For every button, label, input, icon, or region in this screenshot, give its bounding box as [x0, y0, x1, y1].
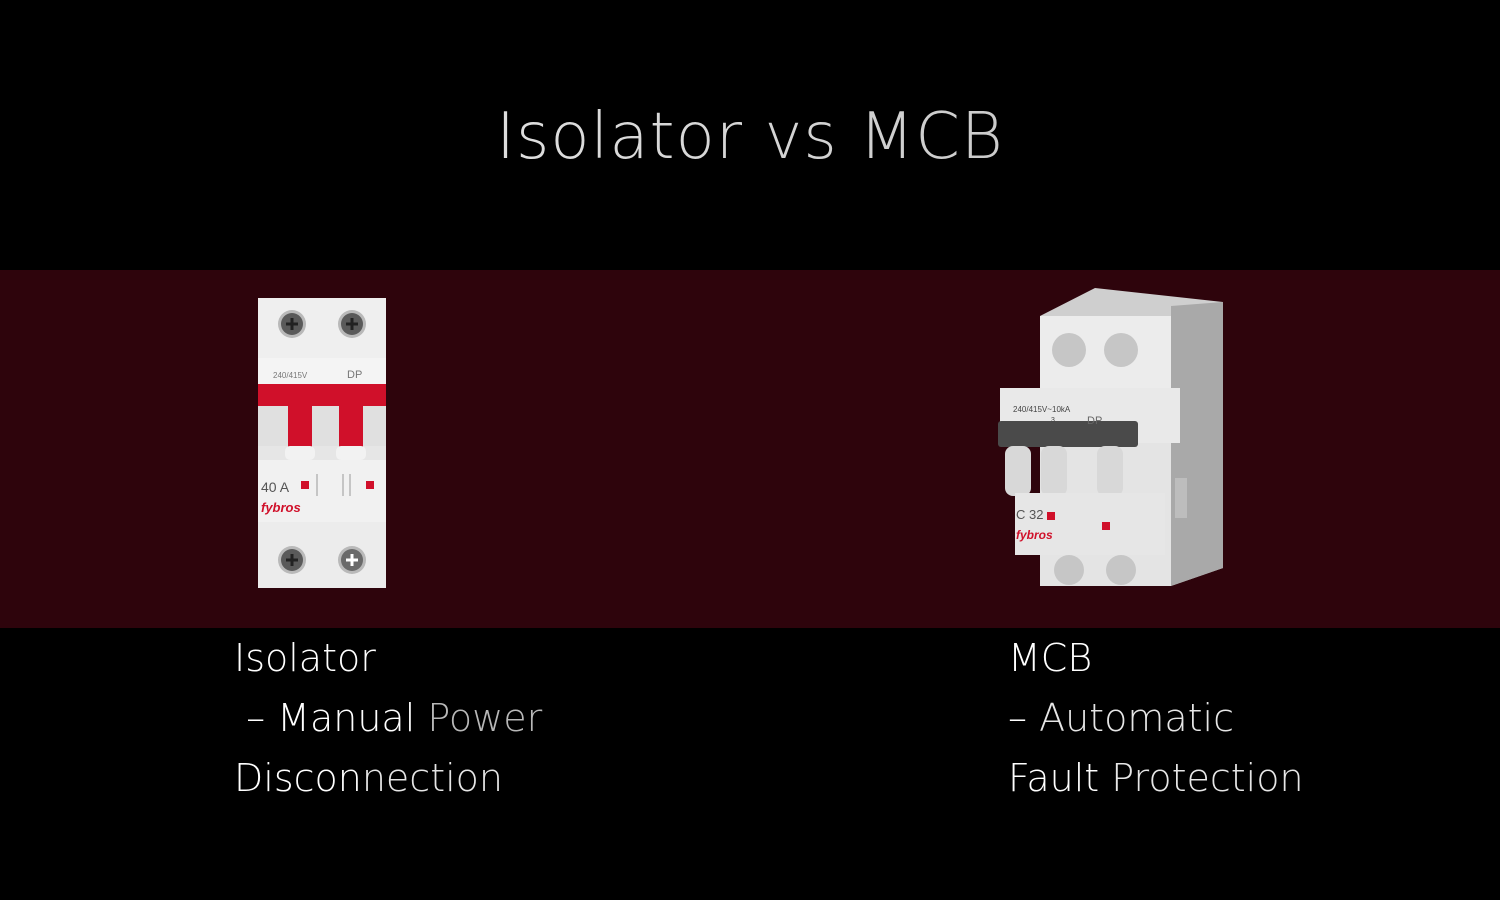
mcb-protection-text: Protection	[1111, 756, 1304, 800]
mcb-breaking-capacity-label: 10kA	[1052, 405, 1071, 414]
mcb-brand-logo: fybros	[1016, 528, 1053, 542]
mcb-automatic-text: Automatic	[1039, 696, 1234, 740]
mcb-caption: MCB – Automatic Fault Protection	[1008, 628, 1304, 808]
mcb-voltage-label: 240/415V~	[1013, 405, 1052, 414]
mcb-fault-text: Fault	[1008, 756, 1112, 800]
mcb-class-label: 3	[1051, 417, 1055, 424]
isolator-image: 240/415V DP 40 A fybros	[258, 298, 386, 588]
product-band	[0, 270, 1500, 628]
isolator-dash: –	[234, 696, 278, 740]
mcb-description-line-2: – Automatic	[1008, 688, 1304, 748]
isolator-rating-label: 40 A	[261, 479, 290, 495]
mcb-description-line-3: Fault Protection	[1008, 748, 1304, 808]
isolator-disconnection-text-a: Discon	[234, 756, 362, 800]
slide-title: Isolator vs MCB	[0, 100, 1500, 174]
isolator-heading: Isolator	[234, 636, 376, 680]
mcb-heading: MCB	[1008, 636, 1093, 680]
isolator-description-line-3: Disconnection	[234, 748, 542, 808]
mcb-rating-label: C 32	[1016, 507, 1043, 522]
isolator-disconnection-text-b: nection	[361, 756, 503, 800]
mcb-dash: –	[1008, 696, 1040, 740]
mcb-pole-label: DP	[1087, 415, 1102, 427]
isolator-pole-label: DP	[347, 369, 362, 381]
isolator-caption: Isolator – Manual Power Disconnection	[234, 628, 542, 808]
isolator-brand-logo: fybros	[261, 500, 301, 515]
isolator-voltage-label: 240/415V	[273, 371, 308, 380]
isolator-manual-text: Manual	[277, 696, 428, 740]
mcb-image: 240/415V~ 10kA 3 DP C 32 fybros	[998, 288, 1223, 586]
isolator-power-text: Power	[427, 696, 543, 740]
isolator-description-line-2: – Manual Power	[234, 688, 542, 748]
